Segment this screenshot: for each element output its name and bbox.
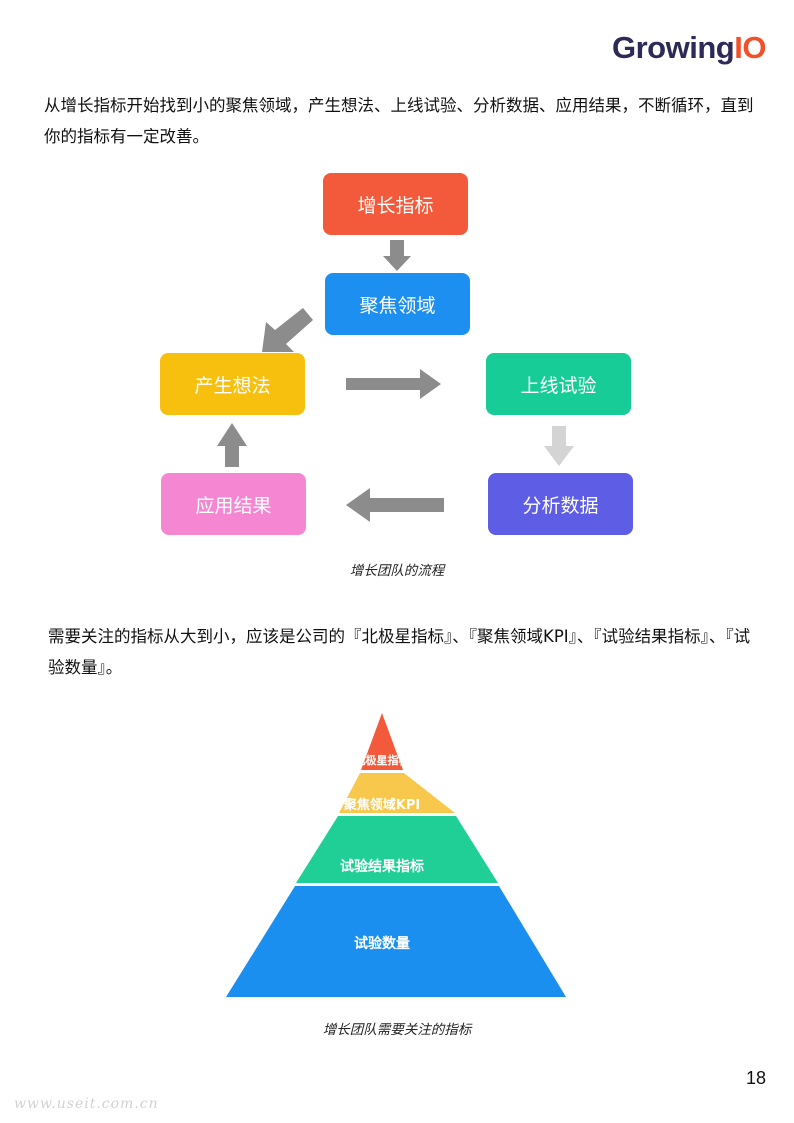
- pyramid-label-focus-kpi: 聚焦领域KPI: [343, 798, 421, 813]
- watermark: www.useit.com.cn: [14, 1096, 159, 1112]
- node-growth-metric-label: 增长指标: [357, 194, 434, 217]
- node-focus-area-label: 聚焦领域: [359, 294, 436, 317]
- metrics-paragraph: 需要关注的指标从大到小，应该是公司的『北极星指标』、『聚焦领域KPI』、『试验结…: [48, 627, 751, 677]
- node-launch-experiment-label: 上线试验: [520, 374, 597, 397]
- node-generate-ideas: 产生想法: [160, 353, 305, 415]
- pyramid-label-experiment-count: 试验数量: [354, 936, 410, 952]
- node-apply-results-label: 应用结果: [195, 494, 272, 517]
- arrow-analyze-to-apply: [346, 488, 444, 522]
- node-growth-metric: 增长指标: [323, 173, 468, 235]
- node-focus-area: 聚焦领域: [325, 273, 470, 335]
- node-analyze-data: 分析数据: [488, 473, 633, 535]
- pyramid-level-result-metrics: [296, 816, 498, 883]
- arrow-focus-to-idea: [262, 308, 313, 352]
- node-generate-ideas-label: 产生想法: [194, 374, 271, 397]
- page-number: 18: [745, 1068, 766, 1088]
- pyramid-label-result-metrics: 试验结果指标: [340, 859, 424, 875]
- pyramid-level-experiment-count: [226, 886, 566, 997]
- arrow-apply-to-idea: [217, 423, 247, 467]
- node-apply-results: 应用结果: [161, 473, 306, 535]
- arrow-metric-to-focus: [383, 240, 411, 271]
- logo-accent: IO: [734, 30, 766, 65]
- intro-paragraph: 从增长指标开始找到小的聚焦领域，产生想法、上线试验、分析数据、应用结果，不断循环…: [44, 96, 754, 146]
- pyramid-label-north-star: 北极星指标: [354, 754, 410, 767]
- pyramid-level-north-star: [361, 713, 403, 770]
- flow-diagram-caption: 增长团队的流程: [349, 563, 445, 579]
- arrow-launch-to-analyze: [544, 426, 574, 466]
- pyramid-caption: 增长团队需要关注的指标: [322, 1022, 472, 1038]
- logo-text: Growing: [612, 30, 735, 65]
- node-analyze-data-label: 分析数据: [522, 494, 599, 517]
- growingio-logo: GrowingIO: [612, 30, 772, 66]
- pyramid-level-focus-kpi: [339, 773, 455, 813]
- arrow-idea-to-launch: [346, 369, 441, 399]
- node-launch-experiment: 上线试验: [486, 353, 631, 415]
